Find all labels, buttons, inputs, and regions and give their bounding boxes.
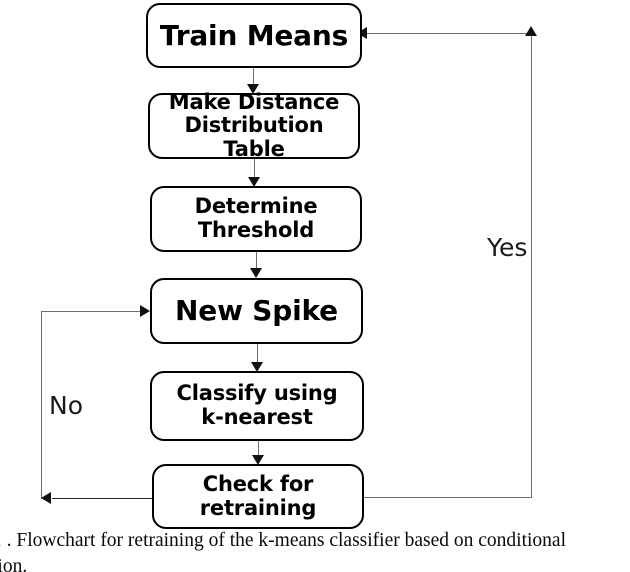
figure-caption-line-2: tion. [0,556,28,572]
connector-make-distance-to-determine [254,159,255,181]
arrowhead-into-check [252,455,264,465]
branch-label-yes: Yes [487,233,528,262]
arrowhead-yes-upward [525,26,537,36]
connector-no-top-segment [41,311,142,312]
connector-determine-to-new-spike [256,252,257,270]
arrowhead-into-new-spike [250,268,262,278]
flow-node-new-spike[interactable]: New Spike [150,278,363,344]
flow-node-classify-using-k-nearest[interactable]: Classify using k-nearest [150,371,364,441]
flow-node-train-means[interactable]: Train Means [146,3,362,68]
arrowhead-into-train-means [357,27,367,39]
flow-node-make-distance-distribution-table[interactable]: Make Distance Distribution Table [148,89,360,161]
arrowhead-no-leftward [41,492,51,504]
arrowhead-into-determine [248,177,260,187]
connector-yes-top-segment [366,33,532,34]
flow-node-determine-threshold-label: Determine Threshold [194,194,318,242]
flow-node-make-distance-distribution-table-label: Make Distance Distribution Table [168,89,340,161]
flow-node-new-spike-label: New Spike [175,294,338,328]
connector-yes-bottom-segment [364,497,532,498]
flow-node-classify-using-k-nearest-label: Classify using k-nearest [176,381,338,429]
flow-node-check-for-retraining-label: Check for retraining [199,471,317,520]
figure-caption-line-1: 1 . Flowchart for retraining of the k-me… [0,530,566,551]
flow-node-determine-threshold[interactable]: Determine Threshold [150,186,362,252]
arrowhead-into-make-distance [247,84,259,94]
connector-no-bottom-segment [52,498,153,499]
flow-node-train-means-label: Train Means [159,18,349,52]
arrowhead-into-new-spike-loop [140,305,150,317]
connector-new-spike-to-classify [257,344,258,364]
arrowhead-into-classify [251,362,263,372]
connector-yes-vertical-segment [531,33,532,498]
connector-no-vertical-segment [41,311,42,499]
branch-label-no: No [49,391,83,420]
connector-classify-to-check [258,441,259,457]
connector-train-means-to-make-distance [253,68,254,90]
flow-node-check-for-retraining[interactable]: Check for retraining [152,464,364,529]
